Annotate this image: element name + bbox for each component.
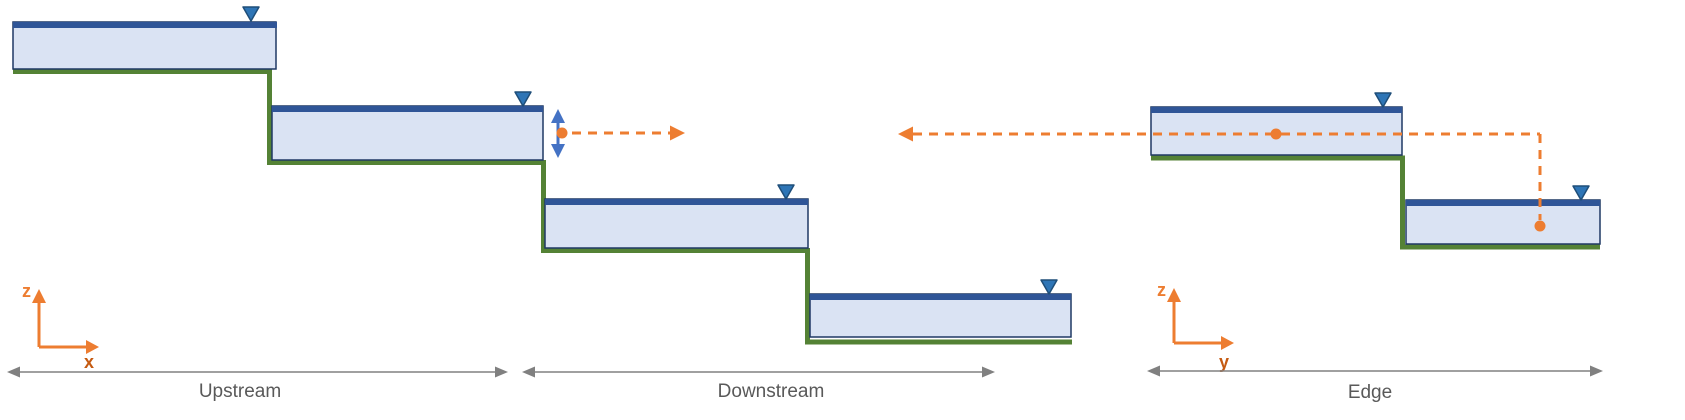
side-view xyxy=(12,6,1072,345)
arrow-down-icon xyxy=(551,144,565,158)
water-step-2 xyxy=(271,105,544,161)
dim-arrow-left-icon xyxy=(7,366,20,378)
edge-water-step-2 xyxy=(1405,199,1601,245)
sample-point-dot xyxy=(1270,128,1282,140)
dim-arrow-left-icon xyxy=(522,366,535,378)
dim-arrow-right-icon xyxy=(982,366,995,378)
z-axis-arrowhead xyxy=(1167,288,1181,302)
water-body xyxy=(12,21,277,70)
edge-view-axes: z y xyxy=(1157,280,1234,372)
arrow-right-icon xyxy=(670,125,685,141)
water-step-1 xyxy=(12,21,277,70)
z-axis-label: z xyxy=(22,281,31,301)
water-level-marker-icon xyxy=(242,6,260,22)
water-body xyxy=(809,293,1072,338)
water-level-marker-icon xyxy=(514,91,532,107)
water-step-4 xyxy=(809,293,1072,338)
water-body xyxy=(271,105,544,161)
z-axis-label: z xyxy=(1157,280,1166,300)
dim-arrow-left-icon xyxy=(1147,365,1160,377)
dim-arrow-right-icon xyxy=(1590,365,1603,377)
arrow-up-icon xyxy=(551,109,565,123)
arrow-left-icon xyxy=(898,126,913,142)
z-axis-arrowhead xyxy=(32,289,46,303)
water-level-marker-icon xyxy=(1040,279,1058,295)
water-step-3 xyxy=(544,198,809,249)
downstream-label: Downstream xyxy=(718,381,825,402)
sample-point-dot xyxy=(1534,220,1546,232)
y-axis-label: y xyxy=(1219,352,1229,372)
edge-label: Edge xyxy=(1348,382,1392,403)
upstream-label: Upstream xyxy=(199,381,281,402)
water-body xyxy=(1405,199,1601,245)
edge-view xyxy=(898,92,1601,250)
x-axis-label: x xyxy=(84,352,94,372)
x-axis-arrowhead xyxy=(86,340,99,354)
dim-arrow-right-icon xyxy=(495,366,508,378)
water-level-marker-icon xyxy=(1572,185,1590,201)
edge-dimension: Edge xyxy=(1147,365,1603,403)
water-body xyxy=(544,198,809,249)
y-axis-arrowhead xyxy=(1221,336,1234,350)
downstream-dimension: Downstream xyxy=(522,366,995,402)
sample-point-dot xyxy=(556,127,568,139)
upstream-dimension: Upstream xyxy=(7,366,508,402)
flow-direction-annotation xyxy=(556,125,685,141)
side-view-axes: z x xyxy=(22,281,99,372)
water-level-marker-icon xyxy=(1374,92,1392,108)
water-level-marker-icon xyxy=(777,184,795,200)
bed-profile-edge xyxy=(1151,155,1600,250)
edge-interpolation-annotation xyxy=(898,126,1546,232)
bed-profile-side xyxy=(13,69,1072,345)
